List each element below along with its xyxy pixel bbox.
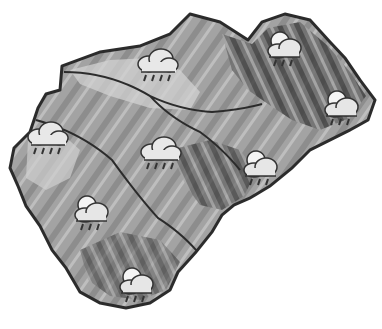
sun-cloud-rain-icon: [243, 150, 278, 186]
district-border-2: [35, 119, 197, 251]
sun-cloud-rain-icon: [74, 195, 109, 231]
forecast-marker-southwest[interactable]: [67, 192, 115, 232]
cloud-rain-icon: [27, 121, 69, 155]
cloud-rain-icon: [140, 136, 182, 170]
forecast-marker-northeast[interactable]: [260, 28, 308, 68]
sun-cloud-rain-icon: [267, 31, 302, 67]
plain-area-west: [26, 132, 80, 190]
forecast-marker-south[interactable]: [112, 264, 160, 304]
forecast-marker-center[interactable]: [136, 132, 184, 172]
forecast-marker-north-center[interactable]: [133, 44, 181, 84]
forecast-marker-east-center[interactable]: [236, 147, 284, 187]
mountain-area-center: [170, 140, 256, 210]
district-border-1: [63, 71, 263, 114]
sun-cloud-rain-icon: [119, 267, 154, 303]
forecast-marker-east-coast[interactable]: [317, 87, 365, 127]
cloud-rain-icon: [137, 48, 179, 82]
mountain-area-south: [80, 232, 180, 300]
forecast-marker-west[interactable]: [23, 117, 71, 157]
sun-cloud-rain-icon: [324, 90, 359, 126]
district-border-3: [149, 95, 241, 171]
